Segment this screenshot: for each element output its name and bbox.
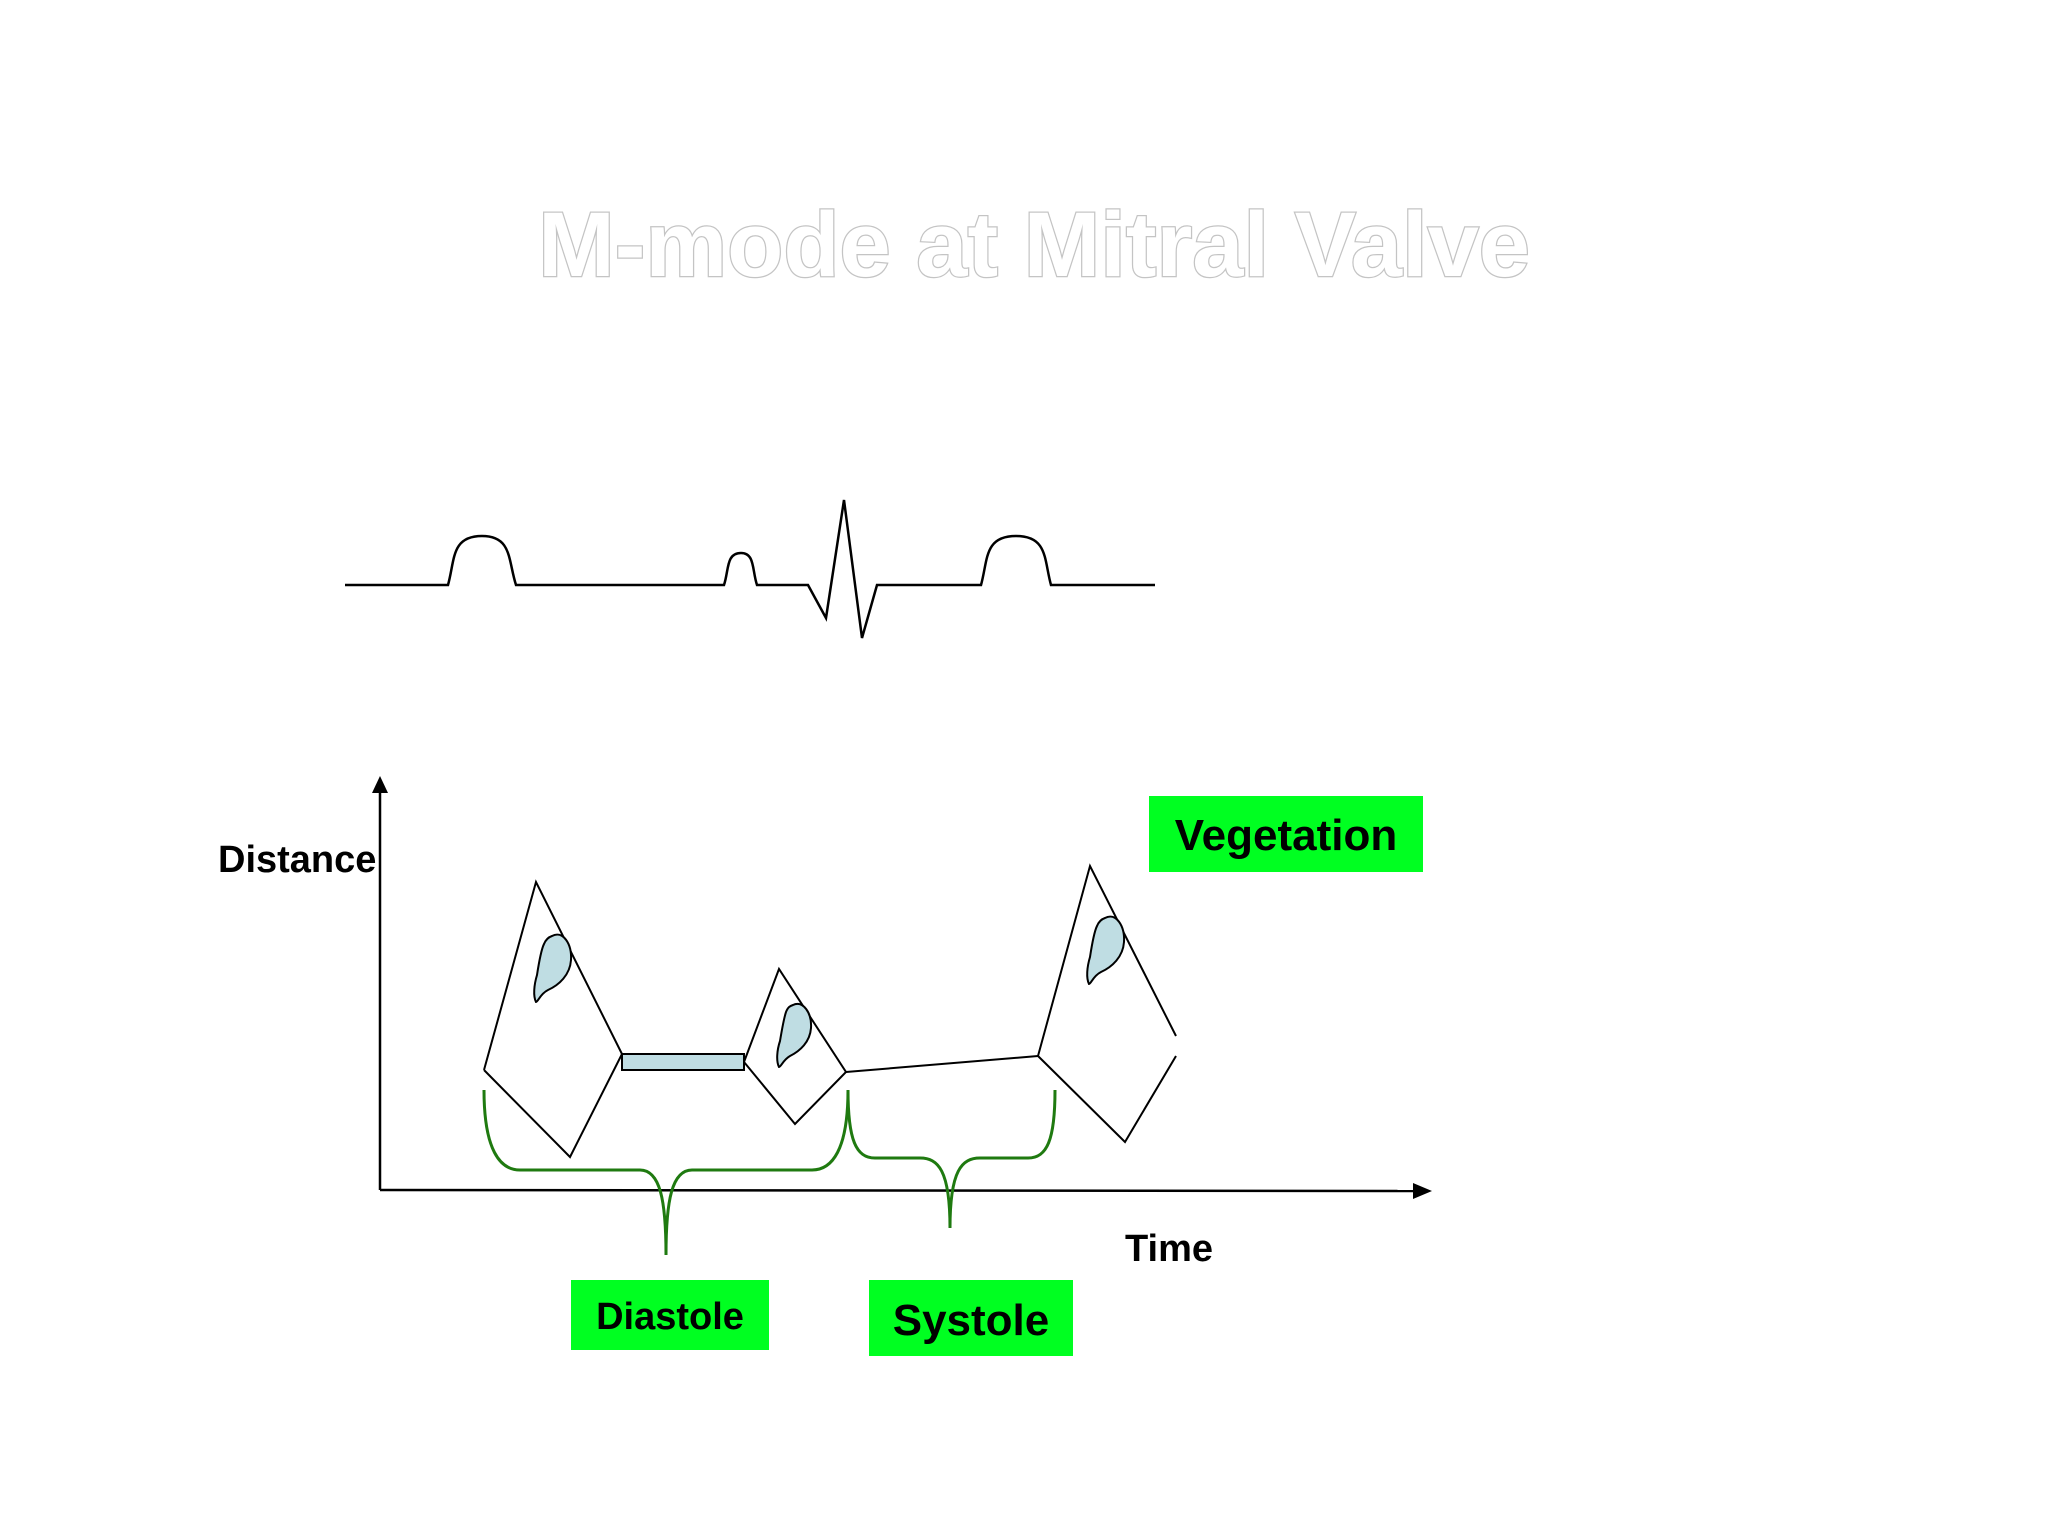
y-axis-label: Distance [218,839,376,881]
axes [372,776,1432,1199]
vegetation-blob-1 [533,933,573,1004]
diastole-brace [482,1089,850,1256]
x-axis-arrowhead [1413,1183,1432,1199]
x-axis [379,1188,1416,1193]
mitral-valve-motion [483,863,1177,1159]
diastole-label-bg [571,1280,769,1350]
slide-title: M-mode at Mitral Valve [538,194,1530,296]
vegetation-blob-3 [1086,915,1126,986]
closure-line [845,1055,1039,1073]
leaflet-trace-3 [1037,863,1177,1144]
ecg-trace [345,499,1155,639]
vegetation-label-text: Vegetation [1175,811,1398,860]
vegetation-blob-2 [776,1002,813,1069]
vegetation-label-bg [1149,796,1423,872]
vegetations [533,915,1126,1069]
vegetation-label: Vegetation [1149,796,1423,872]
diastole-label-text: Diastole [596,1296,744,1338]
phase-braces [482,1089,1057,1256]
systole-brace [846,1089,1057,1229]
leaflet-trace-1 [483,879,624,1159]
systole-label: Systole [869,1280,1073,1356]
y-axis-arrowhead [372,776,388,793]
x-axis-label: Time [1125,1228,1213,1270]
diastasis-bar [621,1053,745,1071]
diastole-label: Diastole [571,1280,769,1350]
systole-label-text: Systole [893,1296,1050,1345]
systole-label-bg [869,1280,1073,1356]
